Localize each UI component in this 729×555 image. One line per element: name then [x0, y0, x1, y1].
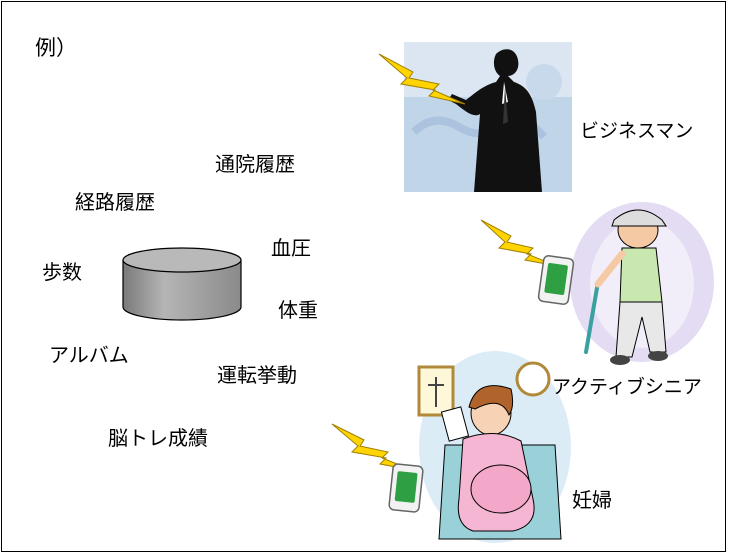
- lightning-bolt-icon: [377, 48, 467, 106]
- smartphone-icon: [537, 255, 575, 305]
- label-route-history: 経路履歴: [75, 190, 155, 214]
- example-label: 例）: [35, 36, 77, 60]
- label-persona-senior: アクティブシニア: [552, 376, 702, 398]
- businessman-illustration: [404, 42, 572, 193]
- label-steps: 歩数: [42, 260, 82, 284]
- label-weight: 体重: [278, 298, 318, 322]
- label-persona-pregnant: 妊婦: [572, 488, 612, 512]
- label-persona-business: ビジネスマン: [580, 120, 694, 142]
- pregnant-woman-illustration: [415, 349, 575, 544]
- label-blood-pressure: 血圧: [271, 236, 311, 260]
- database-icon: [122, 247, 242, 321]
- label-album: アルバム: [49, 343, 129, 367]
- label-hospital-history: 通院履歴: [215, 152, 295, 176]
- label-brain-training: 脳トレ成績: [108, 426, 208, 450]
- label-driving-behavior: 運転挙動: [217, 363, 297, 387]
- senior-walking-illustration: [558, 192, 725, 372]
- smartphone-icon: [388, 463, 424, 513]
